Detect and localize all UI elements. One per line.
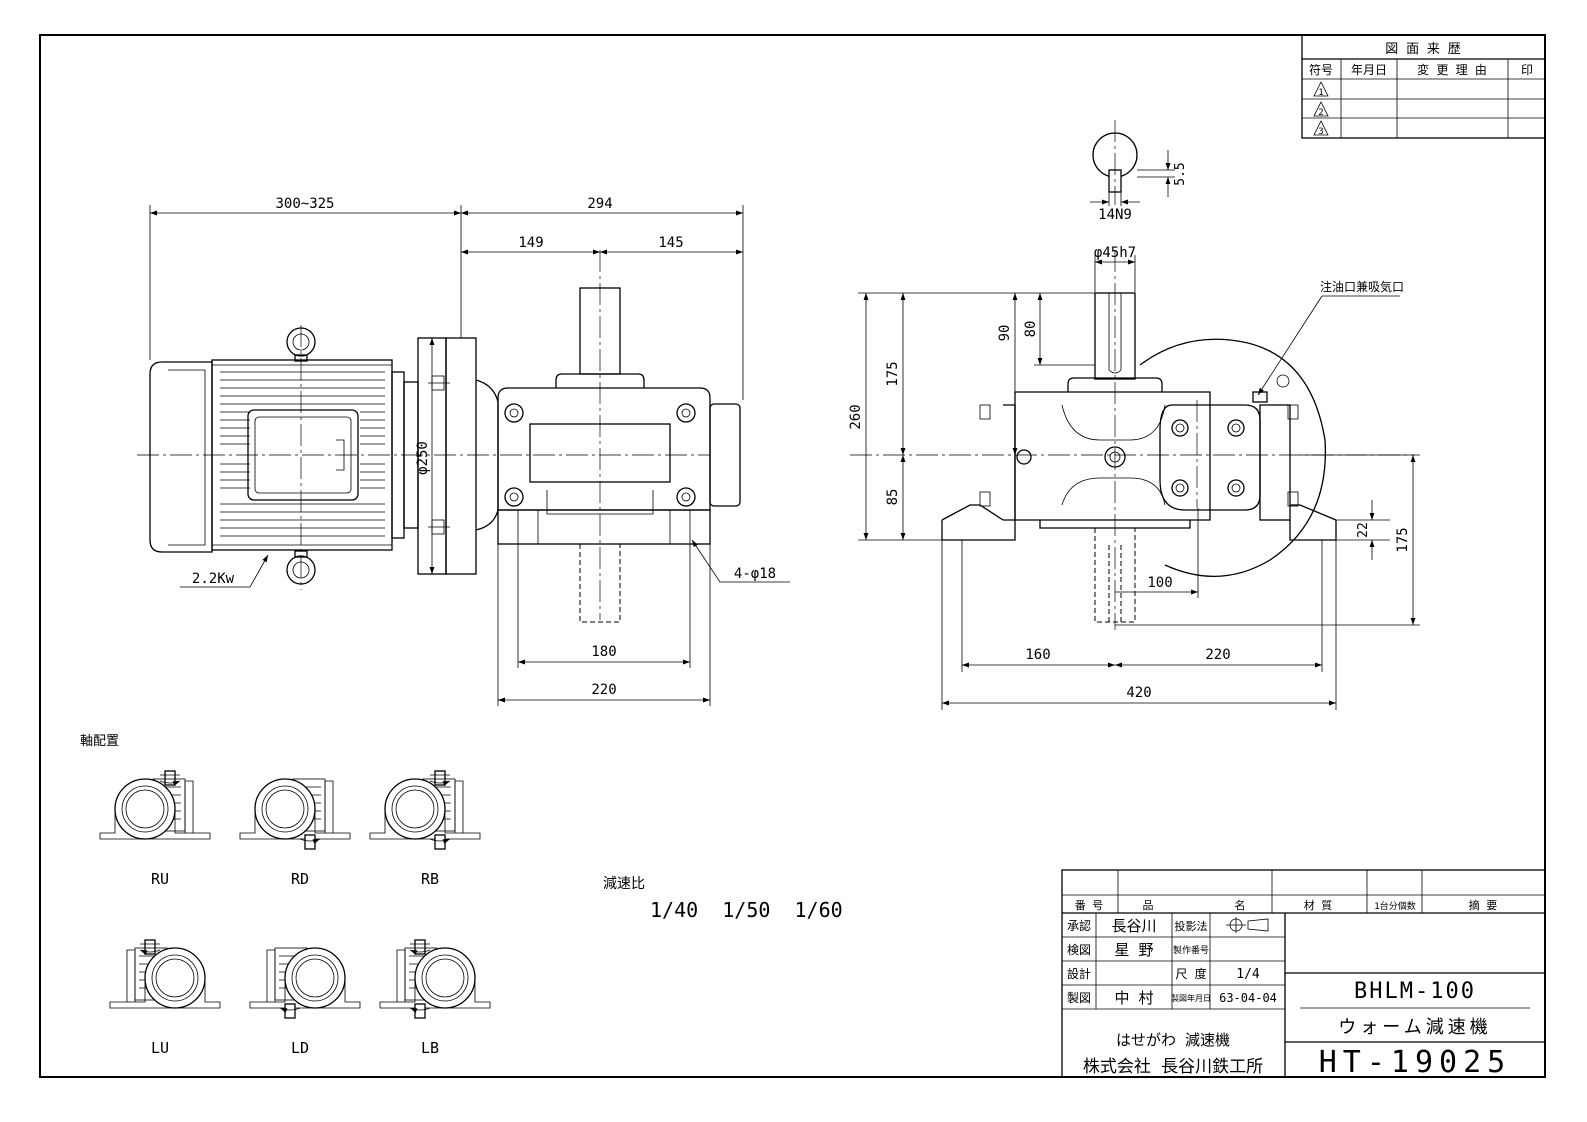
arrangement-label-LB: LB — [421, 1039, 439, 1057]
dim-85: 85 — [885, 489, 901, 506]
drawing-border — [39, 34, 1546, 1078]
tb-projection-label: 投影法 — [1175, 919, 1208, 933]
arrangement-RU — [99, 771, 211, 840]
tb-brand: はせがわ 減速機 — [1116, 1031, 1230, 1049]
tb-col-remarks: 摘 要 — [1469, 898, 1498, 912]
oil-port-note: 注油口兼吸気口 — [1320, 279, 1404, 294]
dim-220-front: 220 — [1205, 647, 1230, 663]
rev-header-reason: 変 更 理 由 — [1417, 62, 1487, 77]
eyebolt-bottom — [286, 550, 316, 585]
revision-table: 図 面 来 歴 符号 年月日 変 更 理 由 印 1 2 3 — [1301, 34, 1546, 139]
arrangement-label-LD: LD — [291, 1039, 309, 1057]
keyway-section: 5.5 14N9 — [1090, 120, 1188, 223]
tb-scale-label: 尺 度 — [1175, 966, 1206, 981]
dim-key-depth: 5.5 — [1173, 162, 1188, 185]
dim-90: 90 — [997, 325, 1013, 342]
arrangement-label-RD: RD — [291, 870, 309, 888]
arrangement-LU — [109, 940, 221, 1009]
dim-motor-length: 300~325 — [275, 196, 334, 212]
dim-145: 145 — [658, 235, 683, 251]
dim-phi250: φ250 — [415, 441, 431, 475]
tb-col-name: 名 — [1235, 898, 1246, 912]
svg-text:2: 2 — [1318, 108, 1323, 118]
tb-col-no: 番 号 — [1075, 899, 1104, 912]
rev-mark-3: 3 — [1313, 120, 1329, 137]
front-view: 5.5 14N9 φ45h7 — [848, 120, 1420, 710]
eyebolt-top — [286, 327, 316, 362]
side-view: 300~325 294 149 145 φ250 2.2Kw 4-φ18 180… — [137, 196, 790, 706]
rev-mark-1: 1 — [1313, 81, 1329, 98]
dim-shaft-diameter: φ45h7 — [1094, 245, 1136, 261]
dim-294: 294 — [587, 196, 612, 212]
motor — [149, 327, 419, 585]
revision-title: 図 面 来 歴 — [1385, 42, 1460, 57]
dim-160: 160 — [1025, 647, 1050, 663]
arrangement-LB — [379, 940, 491, 1018]
arrangement-label-LU: LU — [151, 1039, 169, 1057]
arrangement-label-RU: RU — [151, 870, 169, 888]
dim-220-side: 220 — [591, 682, 616, 698]
gearbox-housing — [497, 287, 741, 623]
tb-checked-label: 検図 — [1067, 943, 1091, 957]
tb-model: BHLM-100 — [1354, 979, 1476, 1004]
tb-checked-name: 星 野 — [1114, 941, 1153, 959]
tb-scale-value: 1/4 — [1236, 967, 1260, 982]
tb-col-material: 材 質 — [1304, 898, 1333, 912]
projection-symbol-icon — [1226, 917, 1269, 933]
tb-date-label: 製図年月日 — [1171, 993, 1211, 1003]
rev-header-date: 年月日 — [1351, 63, 1387, 77]
dim-100: 100 — [1147, 575, 1172, 591]
dim-420: 420 — [1126, 685, 1151, 701]
svg-text:1: 1 — [1318, 88, 1323, 98]
tb-approved-label: 承認 — [1067, 918, 1091, 933]
tb-date-value: 63-04-04 — [1219, 991, 1277, 1005]
motor-power-label: 2.2Kw — [192, 571, 235, 587]
arrangement-RB — [369, 771, 481, 849]
tb-designed-label: 設計 — [1067, 966, 1091, 981]
dim-80: 80 — [1023, 321, 1039, 338]
dim-180: 180 — [591, 644, 616, 660]
tb-approved-name: 長谷川 — [1111, 917, 1156, 935]
dim-key-width: 14N9 — [1098, 207, 1132, 223]
arrangement-RD — [239, 778, 351, 849]
arrangement-label-RB: RB — [421, 870, 439, 888]
tb-col-part: 品 — [1143, 899, 1154, 912]
rev-mark-2: 2 — [1313, 101, 1329, 118]
ratio-values: 1/40 1/50 1/60 — [650, 898, 843, 922]
dim-175-upper: 175 — [885, 361, 901, 386]
tb-drawing-no: HT-19025 — [1319, 1045, 1512, 1080]
dim-175-right: 175 — [1395, 527, 1411, 552]
dim-bolt-holes: 4-φ18 — [734, 566, 776, 582]
shaft-arrangement-label: 軸配置 — [80, 734, 119, 749]
tb-drawn-name: 中 村 — [1114, 989, 1153, 1007]
title-block: 番 号 品 名 材 質 1台分個数 摘 要 承認 長谷川 検図 星 野 設計 製… — [1061, 869, 1546, 1080]
dim-22: 22 — [1356, 522, 1371, 538]
dim-149: 149 — [518, 235, 543, 251]
tb-mfg-no-label: 製作番号 — [1173, 944, 1209, 956]
rev-header-mark: 符号 — [1309, 62, 1333, 77]
svg-text:3: 3 — [1318, 127, 1323, 137]
tb-drawn-label: 製図 — [1067, 991, 1091, 1005]
tb-company: 株式会社 長谷川鉄工所 — [1083, 1057, 1263, 1077]
rev-header-seal: 印 — [1521, 63, 1533, 77]
arrangement-LD — [249, 947, 361, 1018]
tb-col-qty: 1台分個数 — [1374, 900, 1415, 912]
dim-260: 260 — [848, 404, 864, 429]
ratio-label: 減速比 — [603, 875, 645, 892]
tb-product: ウォーム減速機 — [1338, 1017, 1491, 1038]
